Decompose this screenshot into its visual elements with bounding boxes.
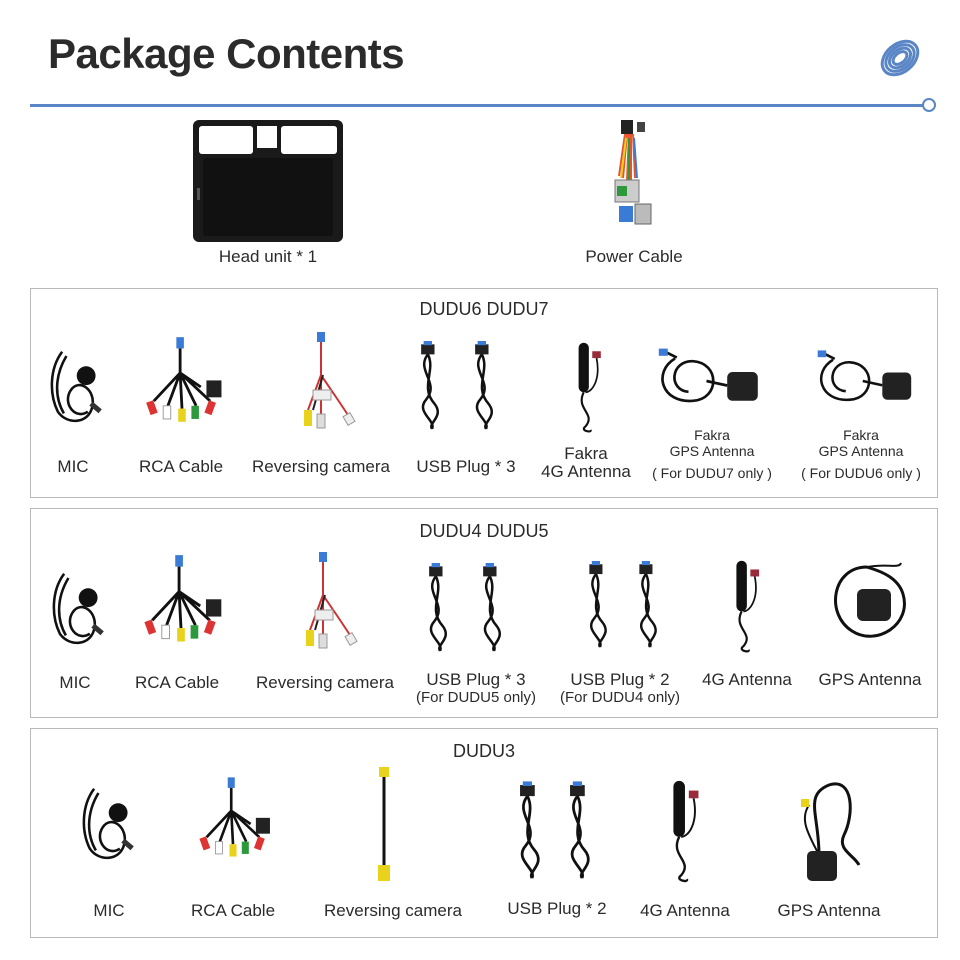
antenna-4g-label: 4G Antenna bbox=[640, 901, 730, 920]
power-cable-icon bbox=[614, 120, 652, 225]
antenna-4g-icon bbox=[563, 341, 613, 435]
usb-plug-2-label: USB Plug * 2 (For DUDU4 only) bbox=[547, 670, 693, 706]
usb-plug-icon bbox=[627, 561, 673, 651]
fakra-gps-dudu7-line2: GPS Antenna bbox=[669, 443, 755, 459]
rca-cable-icon bbox=[135, 333, 229, 441]
fakra-4g-antenna-item bbox=[563, 341, 613, 435]
rca-cable-label: RCA Cable bbox=[138, 457, 224, 476]
usb-plug-label: USB Plug * 3 bbox=[416, 457, 516, 476]
mic-label: MIC bbox=[59, 673, 91, 692]
usb-plug-2-label: USB Plug * 2 bbox=[507, 899, 607, 918]
antenna-4g-item bbox=[659, 779, 709, 885]
fakra-gps-dudu7-line1: Fakra bbox=[694, 427, 730, 443]
antenna-4g-icon bbox=[721, 559, 771, 655]
head-unit-item bbox=[190, 118, 346, 249]
power-cable-item bbox=[596, 118, 666, 235]
panel-dudu4-dudu5: DUDU4 DUDU5 MIC RCA Cable Reversing came… bbox=[30, 508, 938, 718]
page-title: Package Contents bbox=[48, 30, 405, 77]
reversing-camera-icon bbox=[378, 767, 390, 881]
fakra-gps-dudu6-item bbox=[805, 347, 929, 415]
head-unit-label: Head unit * 1 bbox=[218, 247, 318, 266]
usb-plug-icon bbox=[461, 341, 511, 433]
brand-logo-icon bbox=[880, 39, 920, 77]
header-divider-dot bbox=[922, 98, 936, 112]
reversing-camera-label: Reversing camera bbox=[252, 457, 390, 476]
reversing-camera-label: Reversing camera bbox=[256, 673, 394, 692]
reversing-camera-icon bbox=[293, 329, 363, 441]
head-unit-icon bbox=[193, 120, 343, 242]
antenna-4g-label: 4G Antenna bbox=[702, 670, 792, 689]
usb-plug-2-note: (For DUDU4 only) bbox=[559, 689, 680, 706]
rca-cable-icon bbox=[133, 547, 229, 665]
fakra-4g-antenna-label: Fakra 4G Antenna bbox=[531, 445, 641, 481]
panel-dudu6-dudu7: DUDU6 DUDU7 MIC RCA Cable Reversing came… bbox=[30, 288, 938, 498]
power-cable-label: Power Cable bbox=[585, 247, 683, 266]
rca-cable-label: RCA Cable bbox=[134, 673, 220, 692]
panel-title: DUDU3 bbox=[452, 741, 515, 761]
usb-plug-icon bbox=[509, 779, 555, 885]
usb-plug-icon bbox=[407, 341, 457, 433]
gps-antenna-label: GPS Antenna bbox=[818, 670, 922, 689]
usb-plug-icon bbox=[559, 779, 605, 885]
usb-plug-icon bbox=[577, 561, 623, 651]
mic-icon bbox=[45, 341, 105, 431]
panel-dudu3: DUDU3 MIC RCA Cable Reversing camera USB… bbox=[30, 728, 938, 938]
usb-plug-3-item bbox=[415, 563, 525, 660]
antenna-4g-item bbox=[721, 559, 771, 655]
fakra-gps-dudu6-note: ( For DUDU6 only ) bbox=[801, 465, 921, 481]
usb-plug-icon bbox=[415, 563, 465, 655]
usb-plug-3-note: (For DUDU5 only) bbox=[415, 689, 536, 706]
mic-label: MIC bbox=[57, 457, 89, 476]
reversing-camera-item bbox=[365, 765, 405, 889]
fakra-gps-dudu7-note: ( For DUDU7 only ) bbox=[652, 465, 772, 481]
fakra-4g-antenna-line2: 4G Antenna bbox=[541, 462, 631, 481]
fakra-gps-dudu6-line1: Fakra bbox=[843, 427, 879, 443]
usb-plug-2-item bbox=[577, 561, 677, 656]
rca-cable-label: RCA Cable bbox=[190, 901, 276, 920]
gps-antenna-item bbox=[825, 559, 915, 645]
gps-antenna-icon bbox=[651, 345, 771, 417]
fakra-gps-dudu7-label: Fakra GPS Antenna ( For DUDU7 only ) bbox=[645, 427, 779, 481]
rca-cable-item bbox=[189, 759, 277, 889]
rca-cable-item bbox=[135, 333, 229, 441]
rca-cable-icon bbox=[189, 759, 277, 889]
mic-item bbox=[77, 767, 137, 879]
gps-antenna-label: GPS Antenna bbox=[777, 901, 881, 920]
usb-plug-2-text: USB Plug * 2 bbox=[570, 670, 670, 689]
gps-antenna-icon bbox=[801, 782, 861, 881]
mic-icon bbox=[47, 563, 107, 653]
mic-item bbox=[47, 563, 107, 653]
fakra-gps-dudu6-label: Fakra GPS Antenna ( For DUDU6 only ) bbox=[793, 427, 929, 481]
gps-antenna-icon bbox=[805, 347, 929, 415]
fakra-4g-antenna-line1: Fakra bbox=[564, 444, 608, 463]
usb-plug-3-label: USB Plug * 3 (For DUDU5 only) bbox=[401, 670, 551, 706]
usb-plug-icon bbox=[469, 563, 519, 655]
reversing-camera-label: Reversing camera bbox=[324, 901, 462, 920]
panel-title: DUDU6 DUDU7 bbox=[419, 299, 549, 319]
fakra-gps-dudu6-line2: GPS Antenna bbox=[818, 443, 904, 459]
usb-plug-item bbox=[407, 341, 517, 438]
rca-cable-item bbox=[133, 547, 229, 665]
mic-label: MIC bbox=[93, 901, 125, 920]
antenna-4g-icon bbox=[659, 779, 709, 885]
usb-plug-2-item bbox=[509, 779, 609, 890]
mic-item bbox=[45, 341, 105, 431]
reversing-camera-item bbox=[293, 329, 363, 441]
gps-antenna-item bbox=[797, 775, 867, 887]
panel-title: DUDU4 DUDU5 bbox=[419, 521, 549, 541]
usb-plug-3-text: USB Plug * 3 bbox=[426, 670, 526, 689]
mic-icon bbox=[77, 767, 137, 879]
header-divider bbox=[30, 104, 930, 107]
fakra-gps-dudu7-item bbox=[651, 345, 771, 417]
reversing-camera-icon bbox=[295, 549, 365, 661]
gps-antenna-icon bbox=[834, 562, 906, 638]
reversing-camera-item bbox=[295, 549, 365, 661]
